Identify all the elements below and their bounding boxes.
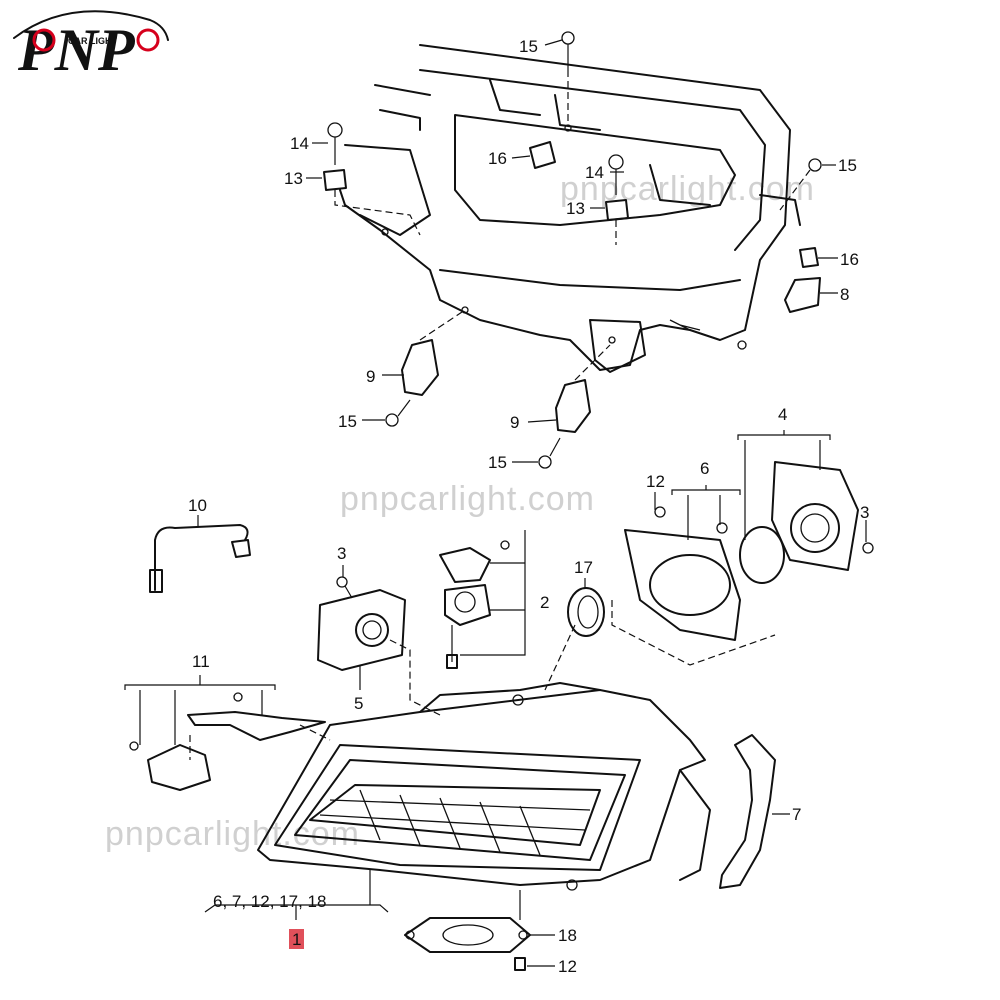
callout-14-left: 14 bbox=[290, 134, 309, 153]
bezel-6 bbox=[624, 506, 741, 641]
callout-12-bottom: 12 bbox=[558, 957, 577, 976]
bolt-14-left bbox=[327, 122, 343, 165]
screw-12-bottom bbox=[514, 957, 526, 971]
callout-11: 11 bbox=[192, 652, 210, 671]
callout-part-group: 6, 7, 12, 17, 18 bbox=[213, 892, 326, 911]
callout-17: 17 bbox=[574, 558, 593, 577]
callout-13-left: 13 bbox=[284, 169, 303, 188]
screw-15-right bbox=[779, 158, 822, 211]
bracket-9-left bbox=[401, 311, 463, 396]
callout-1: 1 bbox=[292, 930, 301, 949]
clip-16-mid bbox=[529, 141, 556, 169]
headlight-carrier-frame bbox=[339, 44, 801, 373]
headlight-1 bbox=[257, 682, 711, 891]
logo-wheel-right bbox=[136, 28, 160, 52]
callout-6: 6 bbox=[700, 459, 709, 478]
callout-7: 7 bbox=[792, 805, 801, 824]
brace-2 bbox=[460, 530, 526, 656]
callout-15-left-low: 15 bbox=[338, 412, 357, 431]
brace-11 bbox=[124, 675, 276, 745]
gasket-18 bbox=[404, 917, 531, 953]
brace-6 bbox=[671, 485, 741, 540]
callout-16-mid: 16 bbox=[488, 149, 507, 168]
bolt-14-mid bbox=[608, 154, 624, 195]
callout-15-top: 15 bbox=[519, 37, 538, 56]
module-4 bbox=[739, 461, 874, 584]
callout-9-mid: 9 bbox=[510, 413, 519, 432]
screw-15-mid-low bbox=[538, 437, 561, 469]
callout-14-mid: 14 bbox=[585, 163, 604, 182]
callout-15-mid-low: 15 bbox=[488, 453, 507, 472]
watermark-top: pnpcarlight.com bbox=[560, 170, 815, 208]
screw-15-top bbox=[561, 31, 575, 132]
callout-5: 5 bbox=[354, 694, 363, 713]
cable-10 bbox=[149, 524, 251, 593]
assembly-line-bracket bbox=[189, 724, 331, 760]
leader-9-mid bbox=[527, 419, 557, 423]
logo-subtitle: CAR LIGHT bbox=[68, 36, 117, 46]
callout-10: 10 bbox=[188, 496, 207, 515]
logo-wheel-left bbox=[32, 28, 56, 52]
watermark-middle: pnpcarlight.com bbox=[340, 480, 595, 518]
nut-13-left bbox=[323, 169, 421, 236]
callout-16-right: 16 bbox=[840, 250, 859, 269]
adjuster-2 bbox=[439, 540, 510, 669]
callout-4: 4 bbox=[778, 405, 787, 424]
callout-3-left: 3 bbox=[337, 544, 346, 563]
callout-8: 8 bbox=[840, 285, 849, 304]
bracket-set-11 bbox=[129, 692, 326, 791]
callout-18: 18 bbox=[558, 926, 577, 945]
assembly-line-module bbox=[611, 600, 776, 666]
control-unit-5 bbox=[317, 589, 441, 716]
trim-strip-7 bbox=[719, 734, 776, 889]
cover-cap-17 bbox=[544, 587, 605, 691]
bracket-8 bbox=[784, 277, 821, 313]
highlight-box-1 bbox=[289, 929, 304, 949]
logo-letters: PNP bbox=[17, 17, 136, 83]
leader-15-top bbox=[544, 39, 563, 46]
nut-13-mid bbox=[605, 199, 629, 245]
bracket-9-mid bbox=[555, 344, 611, 433]
brace-group bbox=[204, 904, 389, 920]
logo-car-silhouette bbox=[13, 10, 169, 41]
callout-2: 2 bbox=[540, 593, 549, 612]
callout-13-mid: 13 bbox=[566, 199, 585, 218]
pnp-logo: PNP CAR LIGHT bbox=[13, 10, 169, 83]
callout-15-right: 15 bbox=[838, 156, 857, 175]
leader-16-mid bbox=[511, 155, 531, 159]
callout-12-top: 12 bbox=[646, 472, 665, 491]
clip-16-right bbox=[799, 247, 819, 268]
screw-15-left-low bbox=[385, 399, 411, 427]
callout-3-right: 3 bbox=[860, 503, 869, 522]
callout-9-left: 9 bbox=[366, 367, 375, 386]
screw-3-left bbox=[336, 576, 353, 599]
brace-4 bbox=[737, 430, 831, 540]
